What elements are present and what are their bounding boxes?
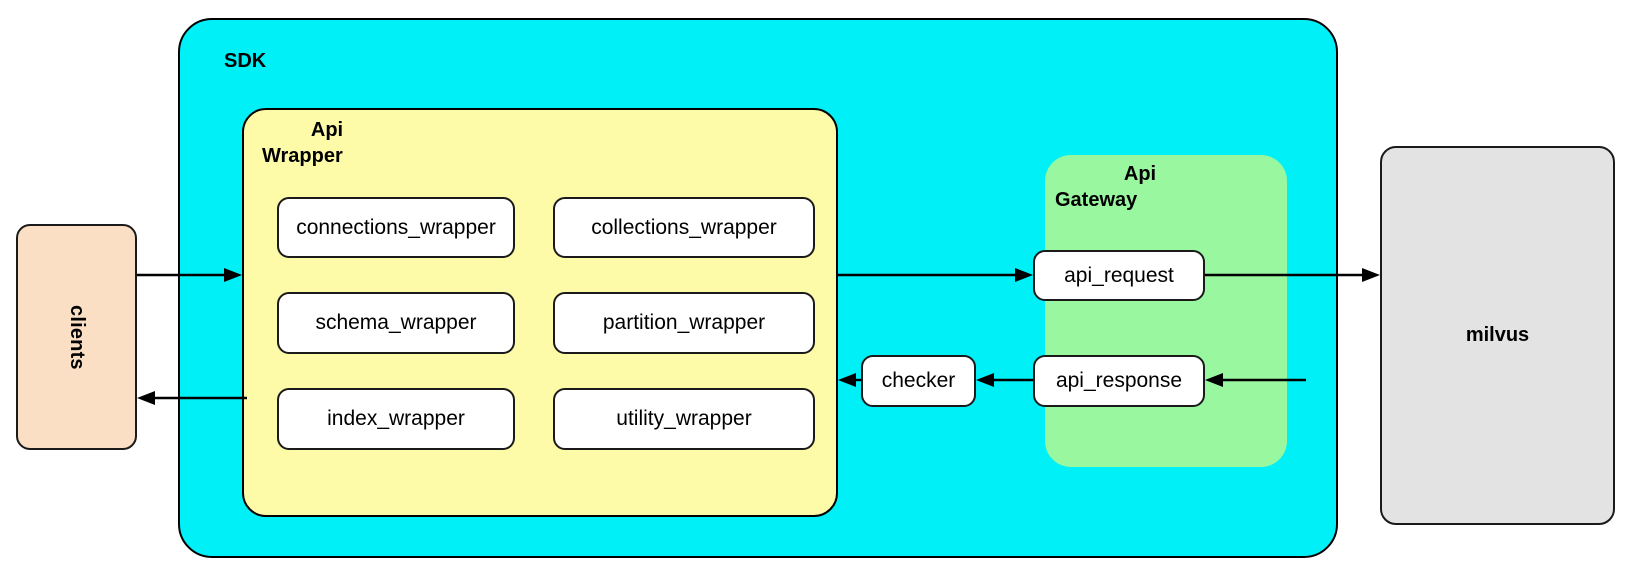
api-gateway-label: Api Gateway	[1055, 161, 1225, 213]
node-milvus[interactable]: milvus	[1380, 146, 1615, 525]
module-collections-wrapper[interactable]: collections_wrapper	[553, 197, 815, 258]
node-clients[interactable]: clients	[16, 224, 137, 450]
module-schema-wrapper[interactable]: schema_wrapper	[277, 292, 515, 354]
node-api-response[interactable]: api_response	[1033, 355, 1205, 407]
node-api-request[interactable]: api_request	[1033, 250, 1205, 301]
module-utility-wrapper[interactable]: utility_wrapper	[553, 388, 815, 450]
api-wrapper-label: Api Wrapper	[262, 118, 392, 169]
api-wrapper-label-line1: Api	[310, 119, 344, 141]
api-wrapper-label-line2: Wrapper	[262, 144, 343, 167]
module-connections-wrapper[interactable]: connections_wrapper	[277, 197, 515, 258]
module-partition-wrapper[interactable]: partition_wrapper	[553, 292, 815, 354]
module-index-wrapper[interactable]: index_wrapper	[277, 388, 515, 450]
node-checker[interactable]: checker	[861, 355, 976, 407]
clients-label: clients	[66, 304, 88, 370]
api-gateway-label-line2: Gateway	[1055, 189, 1138, 211]
api-gateway-container: Api Gateway	[1045, 155, 1287, 467]
api-gateway-label-line1: Api	[1123, 163, 1157, 185]
sdk-label: SDK	[224, 50, 267, 72]
